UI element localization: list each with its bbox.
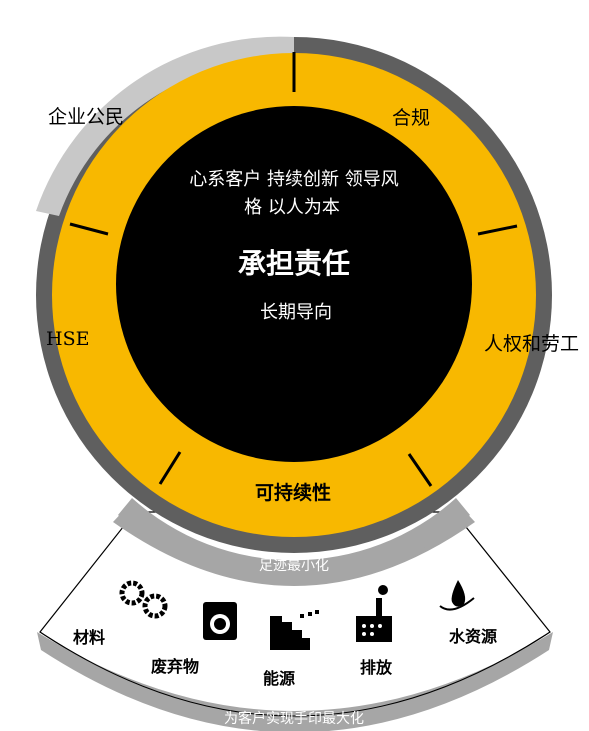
label-handprint: 为客户实现手印最大化 [224, 710, 364, 727]
fan-label-energy: 能源 [263, 669, 295, 688]
fan-bottom-edge [39, 631, 551, 717]
fan-section [37, 511, 553, 731]
ring-ticks [69, 52, 518, 487]
core-circle [116, 106, 472, 462]
label-human-rights-labor: 人权和劳工 [484, 333, 579, 355]
fan-label-waste: 废弃物 [151, 657, 199, 676]
values-line-1: 心系客户 持续创新 领导风 [189, 169, 398, 190]
window-4 [362, 632, 366, 636]
water-drop-icon [439, 580, 475, 611]
energy-bars-icon [270, 610, 319, 650]
bar-1 [270, 616, 282, 650]
fan-label-water: 水资源 [449, 627, 497, 646]
window-2 [370, 624, 374, 628]
label-footprint: 足迹最小化 [259, 558, 329, 574]
dot-2 [308, 612, 312, 616]
gears-icon [119, 580, 168, 619]
tick-lower-right [407, 453, 433, 487]
window-3 [378, 624, 382, 628]
values-line-2: 格 以人为本 [244, 197, 340, 218]
machine-door-inner [214, 618, 226, 630]
factory-body [356, 616, 392, 642]
bar-2 [282, 622, 292, 650]
dot-3 [315, 610, 319, 614]
label-sustainability: 可持续性 [255, 481, 331, 504]
gear-2 [142, 593, 168, 619]
center-title: 承担责任 [238, 247, 350, 280]
bar-3 [292, 630, 302, 650]
center-subtitle: 长期导向 [260, 302, 332, 323]
window-1 [362, 624, 366, 628]
tick-upper-right [477, 224, 518, 236]
washing-machine-icon [203, 602, 237, 640]
tick-lower-left [158, 451, 182, 485]
fan-label-materials: 材料 [73, 628, 105, 647]
footprint-arc [118, 498, 470, 583]
tick-upper-left [69, 222, 109, 236]
dot-1 [300, 614, 304, 618]
factory-emission-icon [356, 585, 392, 642]
handprint-band [37, 632, 553, 731]
label-corporate-citizen: 企业公民 [48, 106, 124, 128]
label-hse: HSE [46, 328, 89, 350]
chimney [376, 598, 382, 618]
bar-4 [302, 638, 310, 650]
ripple [439, 597, 475, 611]
smoke [378, 585, 388, 595]
drop-shape [451, 580, 466, 607]
gear-1 [119, 580, 145, 606]
label-compliance: 合规 [392, 107, 430, 129]
window-5 [370, 632, 374, 636]
fan-label-emissions: 排放 [360, 658, 393, 677]
